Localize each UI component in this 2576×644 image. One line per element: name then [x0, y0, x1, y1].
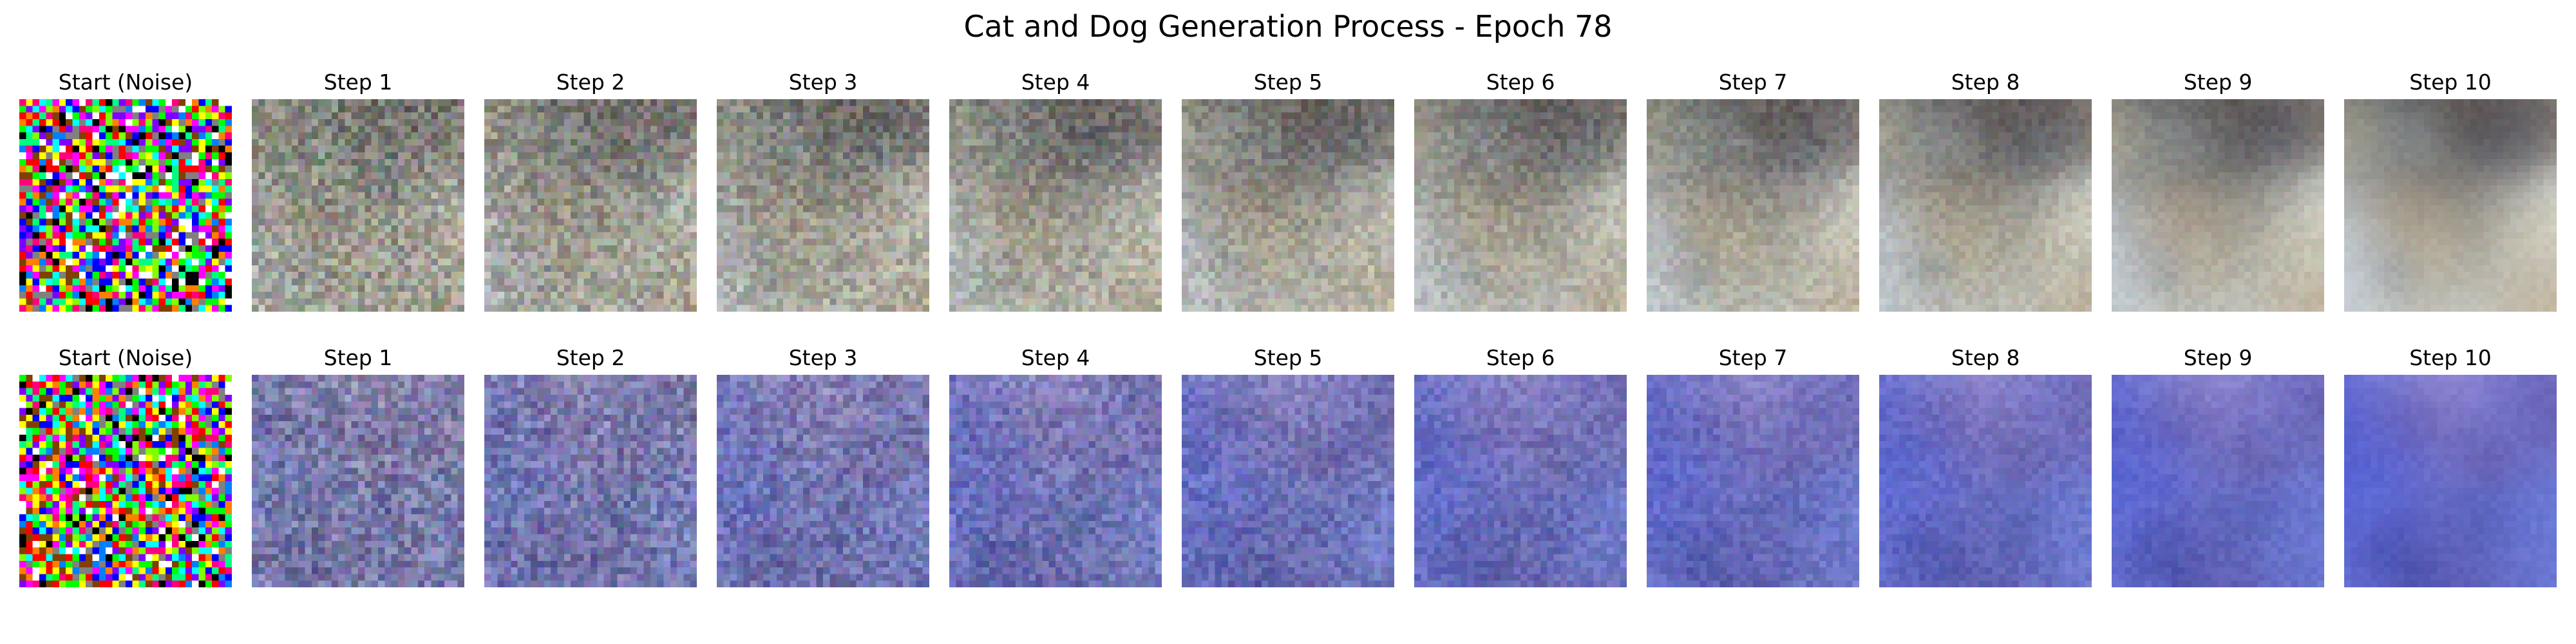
denoised-image [1414, 375, 1627, 587]
generated-image [252, 375, 464, 587]
generated-image [1414, 99, 1627, 312]
generated-image [1647, 375, 1859, 587]
generation-panel: Step 1 [252, 67, 464, 345]
generated-image [19, 375, 232, 587]
panel-title: Step 1 [226, 343, 490, 374]
panel-title: Step 3 [691, 343, 955, 374]
denoised-image [252, 99, 464, 312]
panel-title: Step 8 [1853, 67, 2117, 98]
denoised-image [1182, 375, 1394, 587]
denoised-image [1647, 99, 1859, 312]
generation-panel: Start (Noise) [19, 343, 232, 621]
denoised-image [252, 375, 464, 587]
panel-title: Step 9 [2086, 343, 2350, 374]
generated-image [1879, 99, 2092, 312]
generated-image [19, 99, 232, 312]
generation-panel: Step 5 [1182, 67, 1394, 345]
generation-panel: Step 10 [2344, 67, 2557, 345]
panel-title: Step 2 [459, 67, 723, 98]
denoised-image [949, 375, 1162, 587]
generated-image [2112, 375, 2324, 587]
generated-image [949, 375, 1162, 587]
generated-image [1414, 375, 1627, 587]
generation-panel: Step 7 [1647, 343, 1859, 621]
generated-image [484, 99, 697, 312]
figure-title: Cat and Dog Generation Process - Epoch 7… [0, 4, 2576, 49]
panel-title: Step 8 [1853, 343, 2117, 374]
panel-title: Step 2 [459, 343, 723, 374]
panel-title: Step 7 [1621, 343, 1885, 374]
generation-panel: Step 9 [2112, 343, 2324, 621]
generated-image [252, 99, 464, 312]
panel-title: Step 3 [691, 67, 955, 98]
panel-title: Step 7 [1621, 67, 1885, 98]
generation-panel: Step 7 [1647, 67, 1859, 345]
denoised-image [1182, 99, 1394, 312]
panel-title: Step 6 [1388, 343, 1653, 374]
denoised-image [1879, 99, 2092, 312]
denoised-image [2112, 375, 2324, 587]
generation-panel: Step 2 [484, 343, 697, 621]
generation-panel: Step 8 [1879, 67, 2092, 345]
panel-title: Step 10 [2318, 67, 2576, 98]
panel-title: Step 5 [1156, 343, 1420, 374]
generated-image [717, 375, 929, 587]
generation-panel: Step 4 [949, 343, 1162, 621]
panel-title: Step 9 [2086, 67, 2350, 98]
denoised-image [484, 375, 697, 587]
generation-panel: Step 10 [2344, 343, 2557, 621]
panel-title: Step 4 [923, 67, 1188, 98]
noise-image [19, 375, 232, 587]
denoised-image [1879, 375, 2092, 587]
generated-image [2344, 375, 2557, 587]
generation-panel: Step 3 [717, 67, 929, 345]
generation-panel: Start (Noise) [19, 67, 232, 345]
generation-panel: Step 9 [2112, 67, 2324, 345]
denoised-image [717, 375, 929, 587]
generation-panel: Step 8 [1879, 343, 2092, 621]
denoised-image [2344, 375, 2557, 587]
generation-panel: Step 4 [949, 67, 1162, 345]
panel-title: Step 4 [923, 343, 1188, 374]
denoised-image [949, 99, 1162, 312]
generation-panel: Step 6 [1414, 343, 1627, 621]
generation-panel: Step 2 [484, 67, 697, 345]
generation-panel: Step 6 [1414, 67, 1627, 345]
panel-title: Step 10 [2318, 343, 2576, 374]
generation-panel: Step 1 [252, 343, 464, 621]
generated-image [1879, 375, 2092, 587]
generated-image [1182, 99, 1394, 312]
denoised-image [2112, 99, 2324, 312]
panel-title: Step 1 [226, 67, 490, 98]
noise-image [19, 99, 232, 312]
denoised-image [1414, 99, 1627, 312]
generated-image [484, 375, 697, 587]
generated-image [1182, 375, 1394, 587]
generation-panel: Step 5 [1182, 343, 1394, 621]
generated-image [949, 99, 1162, 312]
denoised-image [1647, 375, 1859, 587]
panel-title: Start (Noise) [0, 343, 258, 374]
denoised-image [484, 99, 697, 312]
panel-title: Step 6 [1388, 67, 1653, 98]
panel-title: Start (Noise) [0, 67, 258, 98]
denoised-image [717, 99, 929, 312]
denoised-image [2344, 99, 2557, 312]
panel-title: Step 5 [1156, 67, 1420, 98]
generated-image [2344, 99, 2557, 312]
generated-image [2112, 99, 2324, 312]
generated-image [1647, 99, 1859, 312]
generated-image [717, 99, 929, 312]
generation-panel: Step 3 [717, 343, 929, 621]
